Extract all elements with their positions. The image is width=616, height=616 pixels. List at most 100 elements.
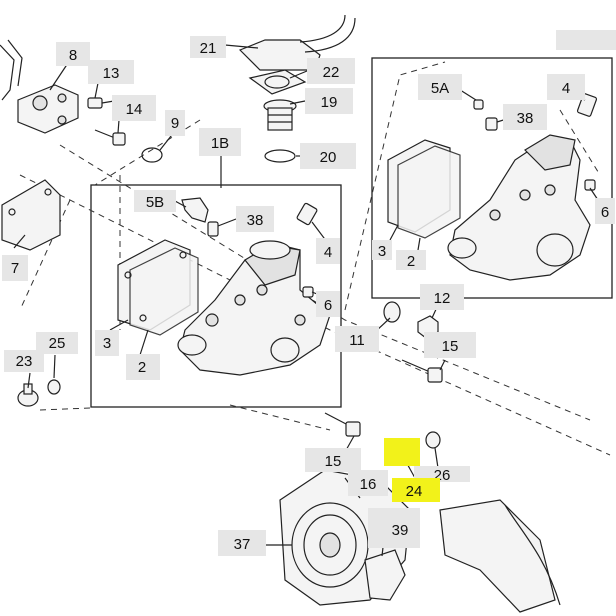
svg-text:38: 38 bbox=[247, 212, 264, 229]
part-1B-pump-body bbox=[177, 240, 331, 376]
svg-text:1B: 1B bbox=[211, 135, 229, 152]
svg-text:20: 20 bbox=[320, 149, 337, 166]
callout-19[interactable]: 19 bbox=[305, 88, 353, 114]
svg-text:5B: 5B bbox=[146, 194, 164, 211]
callout-8[interactable]: 8 bbox=[56, 42, 90, 66]
callout-15-right[interactable]: 15 bbox=[424, 332, 476, 358]
svg-text:9: 9 bbox=[171, 115, 179, 132]
callout-15-lower[interactable]: 15 bbox=[305, 448, 361, 472]
part-1A-pump-body bbox=[447, 134, 591, 281]
part-7-gasket bbox=[1, 179, 61, 251]
svg-text:4: 4 bbox=[562, 80, 570, 97]
callout-5B[interactable]: 5B bbox=[134, 190, 176, 212]
svg-text:2: 2 bbox=[138, 359, 146, 376]
svg-text:23: 23 bbox=[16, 353, 33, 370]
callout-6-1B[interactable]: 6 bbox=[316, 291, 340, 317]
part-8-housing bbox=[17, 84, 79, 134]
part-11-washer bbox=[383, 301, 401, 323]
part-4-sensor-1B bbox=[296, 202, 318, 226]
callout-4-1B[interactable]: 4 bbox=[316, 238, 340, 264]
svg-text:15: 15 bbox=[325, 453, 342, 470]
part-5A-plug bbox=[473, 99, 484, 110]
part-5B-elbow bbox=[181, 197, 209, 223]
svg-text:19: 19 bbox=[321, 94, 338, 111]
callout-2-1B[interactable]: 2 bbox=[126, 354, 160, 380]
svg-text:6: 6 bbox=[324, 297, 332, 314]
part-15-bolt-lower bbox=[324, 412, 361, 437]
callout-9[interactable]: 9 bbox=[165, 110, 185, 136]
part-1-outlet-pipe bbox=[439, 499, 561, 613]
svg-text:7: 7 bbox=[11, 260, 19, 277]
part-39-fitting bbox=[364, 549, 406, 601]
callout-20[interactable]: 20 bbox=[300, 143, 356, 169]
part-6-plug-1B bbox=[302, 286, 314, 298]
callout-12[interactable]: 12 bbox=[420, 284, 464, 310]
svg-text:38: 38 bbox=[517, 110, 534, 127]
part-22-gasket bbox=[248, 69, 307, 95]
callout-3-1A[interactable]: 3 bbox=[372, 240, 392, 260]
callout-4-1A[interactable]: 4 bbox=[547, 74, 585, 100]
detail-box-1A bbox=[371, 57, 613, 299]
callout-22[interactable]: 22 bbox=[307, 58, 355, 84]
parts-layer bbox=[0, 14, 598, 613]
callout-21[interactable]: 21 bbox=[190, 36, 226, 58]
callout-38-1A[interactable]: 38 bbox=[503, 104, 547, 130]
svg-text:3: 3 bbox=[103, 335, 111, 352]
part-3-2-plates-1A bbox=[387, 139, 461, 239]
part-15-bolt-right bbox=[401, 359, 443, 383]
callout-25[interactable]: 25 bbox=[36, 332, 78, 354]
callout-1B[interactable]: 1B bbox=[199, 128, 241, 156]
callout-2-1A[interactable]: 2 bbox=[396, 250, 426, 270]
svg-text:11: 11 bbox=[349, 332, 365, 349]
callout-16[interactable]: 16 bbox=[348, 470, 388, 496]
svg-text:25: 25 bbox=[49, 335, 66, 352]
svg-text:14: 14 bbox=[126, 101, 143, 118]
frame-layer bbox=[19, 57, 613, 456]
callout-24-highlighted[interactable]: 24 bbox=[384, 438, 440, 502]
callout-39[interactable]: 39 bbox=[368, 508, 420, 548]
svg-text:16: 16 bbox=[360, 476, 377, 493]
detail-box-1B bbox=[90, 184, 342, 408]
svg-text:37: 37 bbox=[234, 536, 251, 553]
callout-14[interactable]: 14 bbox=[112, 95, 156, 121]
part-19-thermostat bbox=[263, 99, 297, 131]
part-38-plug-1A bbox=[485, 117, 498, 131]
part-14-bolt bbox=[94, 129, 126, 146]
svg-text:5A: 5A bbox=[431, 80, 449, 97]
svg-text:6: 6 bbox=[601, 204, 609, 221]
callout-37[interactable]: 37 bbox=[218, 530, 266, 556]
callout-6-1A[interactable]: 6 bbox=[595, 198, 615, 224]
svg-text:15: 15 bbox=[442, 338, 459, 355]
svg-text:8: 8 bbox=[69, 47, 77, 64]
part-25-washer bbox=[47, 379, 61, 395]
callout-7[interactable]: 7 bbox=[2, 255, 28, 281]
svg-text:4: 4 bbox=[324, 244, 332, 261]
svg-text:3: 3 bbox=[378, 243, 386, 260]
part-37-pulley bbox=[291, 502, 369, 588]
part-38-plug-1B bbox=[207, 221, 219, 237]
part-26-washer bbox=[425, 431, 441, 449]
part-21-thermostat-cover bbox=[238, 14, 356, 71]
svg-text:13: 13 bbox=[103, 65, 120, 82]
callout-11[interactable]: 11 bbox=[335, 326, 379, 352]
svg-text:2: 2 bbox=[407, 253, 415, 270]
callout-1-corner[interactable]: 1 bbox=[556, 30, 616, 50]
callout-23[interactable]: 23 bbox=[4, 350, 44, 372]
callout-3-1B[interactable]: 3 bbox=[95, 330, 119, 356]
part-3-2-plates-1B bbox=[117, 239, 199, 336]
highlight-24-bar bbox=[384, 438, 420, 466]
callout-5A[interactable]: 5A bbox=[418, 74, 462, 100]
callouts: 8 13 14 9 7 21 22 bbox=[2, 30, 616, 556]
svg-text:21: 21 bbox=[200, 40, 217, 57]
highlight-24-box bbox=[392, 478, 440, 502]
part-6-plug-1A bbox=[584, 179, 596, 191]
callout-38-1B[interactable]: 38 bbox=[236, 206, 274, 232]
svg-text:1: 1 bbox=[582, 32, 590, 49]
svg-text:24: 24 bbox=[406, 483, 423, 500]
callout-13[interactable]: 13 bbox=[88, 60, 134, 84]
svg-text:22: 22 bbox=[323, 64, 340, 81]
part-hose-top-left bbox=[0, 44, 15, 101]
svg-text:39: 39 bbox=[392, 522, 409, 539]
svg-text:12: 12 bbox=[434, 290, 451, 307]
